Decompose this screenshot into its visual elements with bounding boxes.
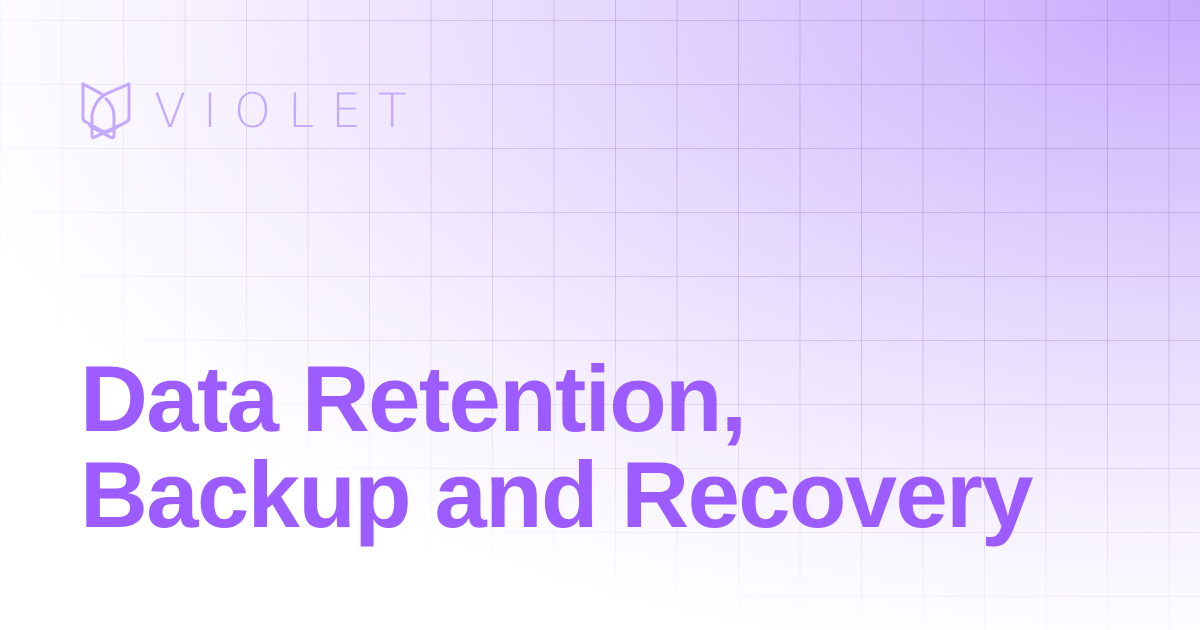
violet-shield-logo-icon (81, 82, 131, 140)
brand-wordmark: VIOLET (154, 83, 424, 139)
title-line-2: Backup and Recovery (80, 442, 1033, 547)
brand-logo: VIOLET (80, 78, 424, 142)
page-title: Data Retention, Backup and Recovery (80, 346, 1033, 547)
title-line-1: Data Retention, (80, 346, 747, 451)
